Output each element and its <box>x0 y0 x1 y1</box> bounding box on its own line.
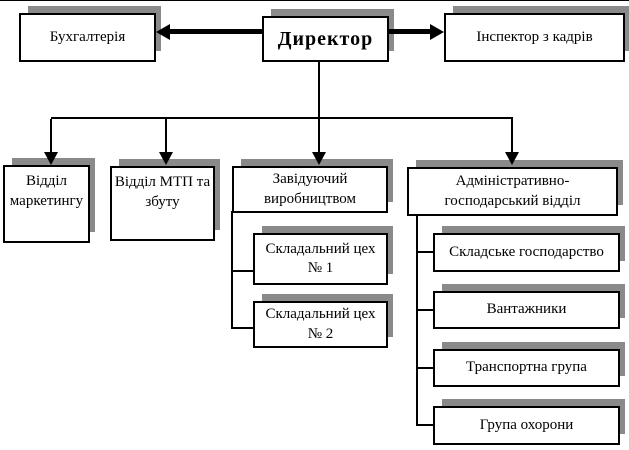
arrowhead-down-production-icon <box>312 152 326 165</box>
node-transport-group: Транспортна група <box>433 342 625 387</box>
node-assembly-shop-2: Складальний цех № 2 <box>253 294 393 348</box>
connector-drop-marketing <box>50 119 52 153</box>
node-loaders-label: Вантажники <box>486 301 567 318</box>
arrowhead-right-icon <box>430 24 444 40</box>
node-hr-inspector: Інспектор з кадрів <box>444 6 629 62</box>
arrowhead-left-icon <box>156 24 170 40</box>
connector-distribution-horizontal <box>51 117 513 119</box>
connector-admin-spine <box>416 214 418 426</box>
node-accounting: Бухгалтерія <box>19 6 161 62</box>
node-hr-inspector-label: Інспектор з кадрів <box>476 28 593 45</box>
node-mtp-sales: Відділ МТП та збуту <box>110 159 220 241</box>
node-director: Директор <box>262 9 394 62</box>
connector-stub-warehouse <box>416 251 435 253</box>
connector-stub-assembly-shop-2 <box>231 327 255 329</box>
arrowhead-down-admin-icon <box>505 152 519 165</box>
node-transport-group-label: Транспортна група <box>466 359 587 376</box>
node-production-manager-label: Завідуючий виробництвом <box>263 171 357 207</box>
thick-arrow-shaft-to-hr-inspector <box>389 29 432 34</box>
thick-arrow-shaft-to-accounting <box>168 29 262 34</box>
node-marketing-label: Відділ маркетингу <box>9 173 84 209</box>
connector-drop-admin-dept <box>511 119 513 153</box>
node-warehouse: Складське господарство <box>433 226 625 272</box>
connector-stub-security-group <box>416 424 435 426</box>
node-assembly-shop-1-label: Складальний цех № 1 <box>265 240 376 277</box>
arrowhead-down-marketing-icon <box>44 152 58 165</box>
connector-stub-assembly-shop-1 <box>231 270 255 272</box>
arrowhead-down-mtp-sales-icon <box>159 152 173 165</box>
node-accounting-label: Бухгалтерія <box>49 28 126 45</box>
node-admin-dept-label: Адміністративно- господарський відділ <box>444 173 581 209</box>
node-director-label: Директор <box>277 28 374 50</box>
connector-stub-transport-group <box>416 367 435 369</box>
connector-director-vertical <box>318 62 320 153</box>
node-warehouse-label: Складське господарство <box>449 243 604 260</box>
node-admin-dept: Адміністративно- господарський відділ <box>407 160 623 216</box>
connector-drop-mtp-sales <box>165 119 167 153</box>
top-border-line <box>0 0 629 1</box>
connector-stub-loaders <box>416 309 435 311</box>
node-loaders: Вантажники <box>433 284 625 329</box>
node-security-group-label: Група охорони <box>479 416 574 433</box>
node-marketing: Відділ маркетингу <box>3 158 95 243</box>
node-assembly-shop-2-label: Складальний цех № 2 <box>265 306 376 342</box>
node-security-group: Група охорони <box>433 399 625 445</box>
node-mtp-sales-label: Відділ МТП та збуту <box>114 174 211 210</box>
node-assembly-shop-1: Складальний цех № 1 <box>253 226 393 285</box>
node-production-manager: Завідуючий виробництвом <box>232 159 393 213</box>
